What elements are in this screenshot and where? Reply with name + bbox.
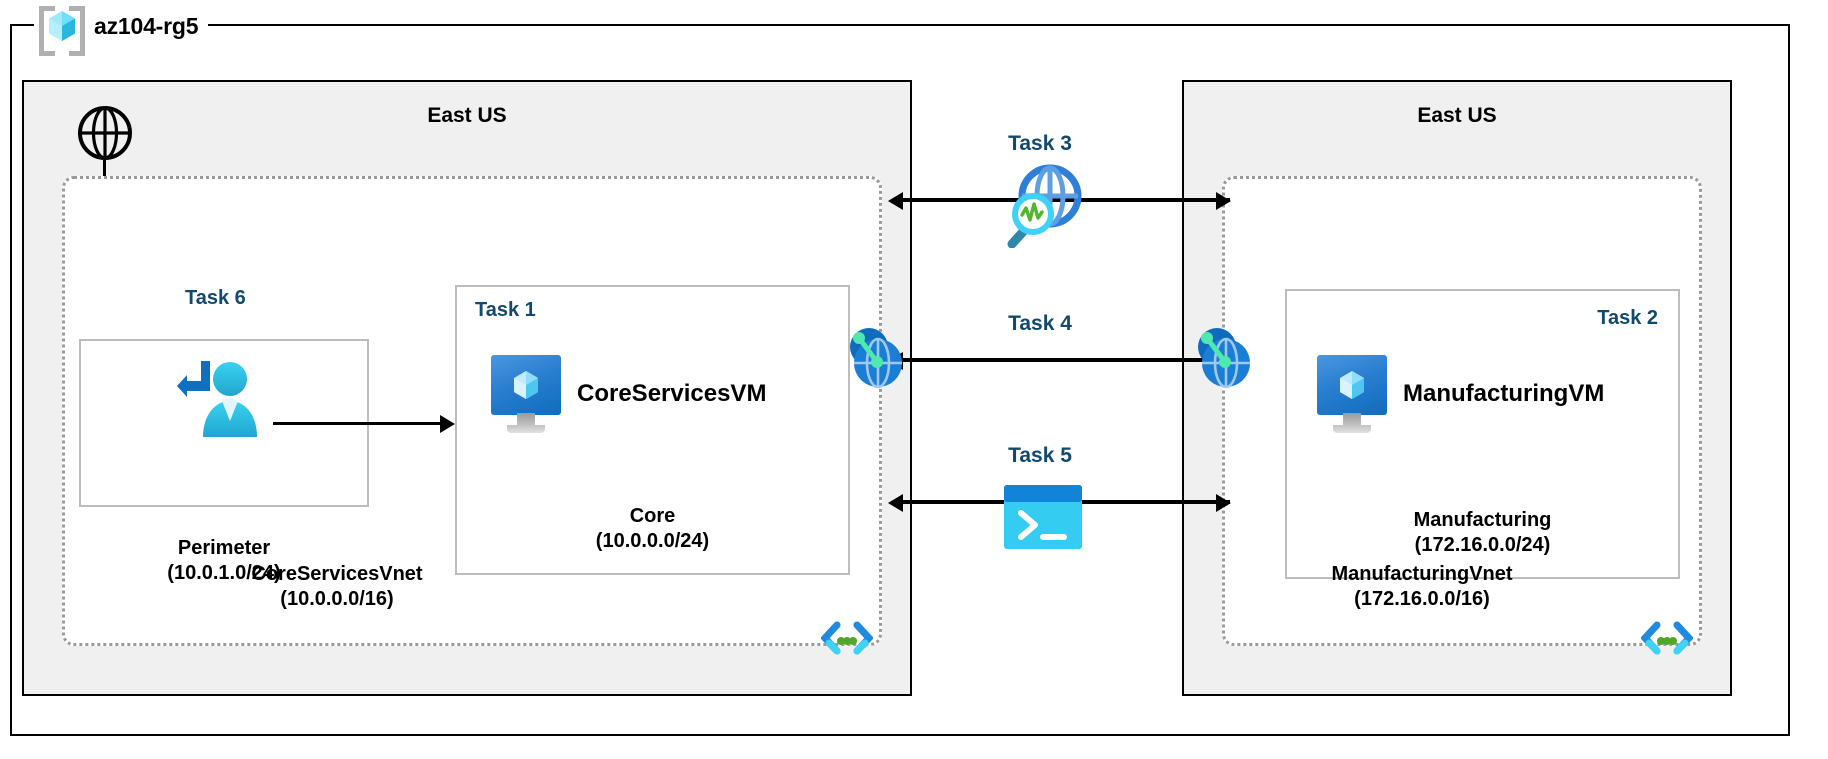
manufacturing-cidr-text: (172.16.0.0/24): [1414, 534, 1551, 557]
vnet-box-manufacturing: Task 2 ManufacturingVM: [1222, 176, 1702, 655]
vnet-name-coreservices: CoreServicesVnet (10.0.0.0/16): [0, 562, 679, 613]
code-brackets-icon: [820, 619, 874, 659]
resource-group-header: az104-rg5: [34, 0, 209, 56]
region-box-left: East US Task 6: [22, 80, 912, 696]
vnet-peering-icon: [1193, 325, 1255, 391]
resource-group-name: az104-rg5: [94, 12, 199, 39]
task5-arrowhead-right: [1216, 494, 1231, 512]
vm-row-coreservices: CoreServicesVM: [491, 355, 766, 433]
vnet-name-manufacturing: ManufacturingVnet (172.16.0.0/16): [1205, 562, 1639, 613]
task-label-4: Task 4: [1008, 312, 1072, 335]
perimeter-to-core-line: [273, 422, 443, 425]
network-watcher-icon: [1000, 160, 1086, 253]
subnet-name-manufacturing: Manufacturing (172.16.0.0/24): [1287, 508, 1678, 559]
task3-arrowhead-left: [888, 192, 903, 210]
task-label-3: Task 3: [1008, 132, 1072, 155]
code-brackets-icon: [1640, 619, 1694, 659]
subnet-name-core: Core (10.0.0.0/24): [457, 504, 848, 555]
task5-arrowhead-left: [888, 494, 903, 512]
coreservices-vnet-cidr-text: (10.0.0.0/16): [280, 588, 394, 611]
resource-group-cube-icon: [38, 2, 86, 56]
subnet-name-perimeter: Perimeter (10.0.1.0/24): [81, 536, 367, 587]
vnet-peering-icon: [845, 325, 907, 391]
task-label-1: Task 1: [475, 299, 536, 321]
resource-group-frame: [10, 24, 1790, 736]
region-name-right: East US: [1417, 104, 1497, 127]
coreservices-vnet-name-text: CoreServicesVnet: [251, 562, 423, 585]
region-name-left: East US: [427, 104, 507, 127]
internet-globe-icon: [76, 104, 134, 162]
cloud-shell-icon: [1004, 485, 1082, 554]
vm-name-manufacturing: ManufacturingVM: [1403, 380, 1605, 407]
region-box-right: East US Task 2: [1182, 80, 1732, 696]
vm-name-coreservices: CoreServicesVM: [577, 380, 767, 407]
task4-connector-line: [895, 358, 1230, 362]
manufacturing-name-text: Manufacturing: [1413, 508, 1552, 531]
task-label-5: Task 5: [1008, 444, 1072, 467]
vnet-box-coreservices: Task 6: [62, 176, 882, 655]
core-name-text: Core: [629, 504, 676, 527]
manufacturing-vnet-name-text: ManufacturingVnet: [1331, 562, 1513, 585]
bastion-user-icon: [173, 355, 269, 441]
perimeter-name-text: Perimeter: [177, 536, 271, 559]
task-label-2: Task 2: [1597, 307, 1658, 329]
vm-row-manufacturing: ManufacturingVM: [1317, 355, 1604, 433]
task3-arrowhead-right: [1216, 192, 1231, 210]
perimeter-to-core-arrowhead: [440, 415, 455, 433]
virtual-machine-icon: [1317, 355, 1387, 433]
subnet-box-core: Task 1 CoreServicesVM: [455, 285, 850, 575]
perimeter-cidr-text: (10.0.1.0/24): [167, 562, 281, 585]
core-cidr-text: (10.0.0.0/24): [595, 530, 710, 553]
manufacturing-vnet-cidr-text: (172.16.0.0/16): [1354, 588, 1490, 611]
task-label-6: Task 6: [185, 287, 246, 309]
subnet-box-manufacturing: Task 2 ManufacturingVM: [1285, 289, 1680, 579]
virtual-machine-icon: [491, 355, 561, 433]
